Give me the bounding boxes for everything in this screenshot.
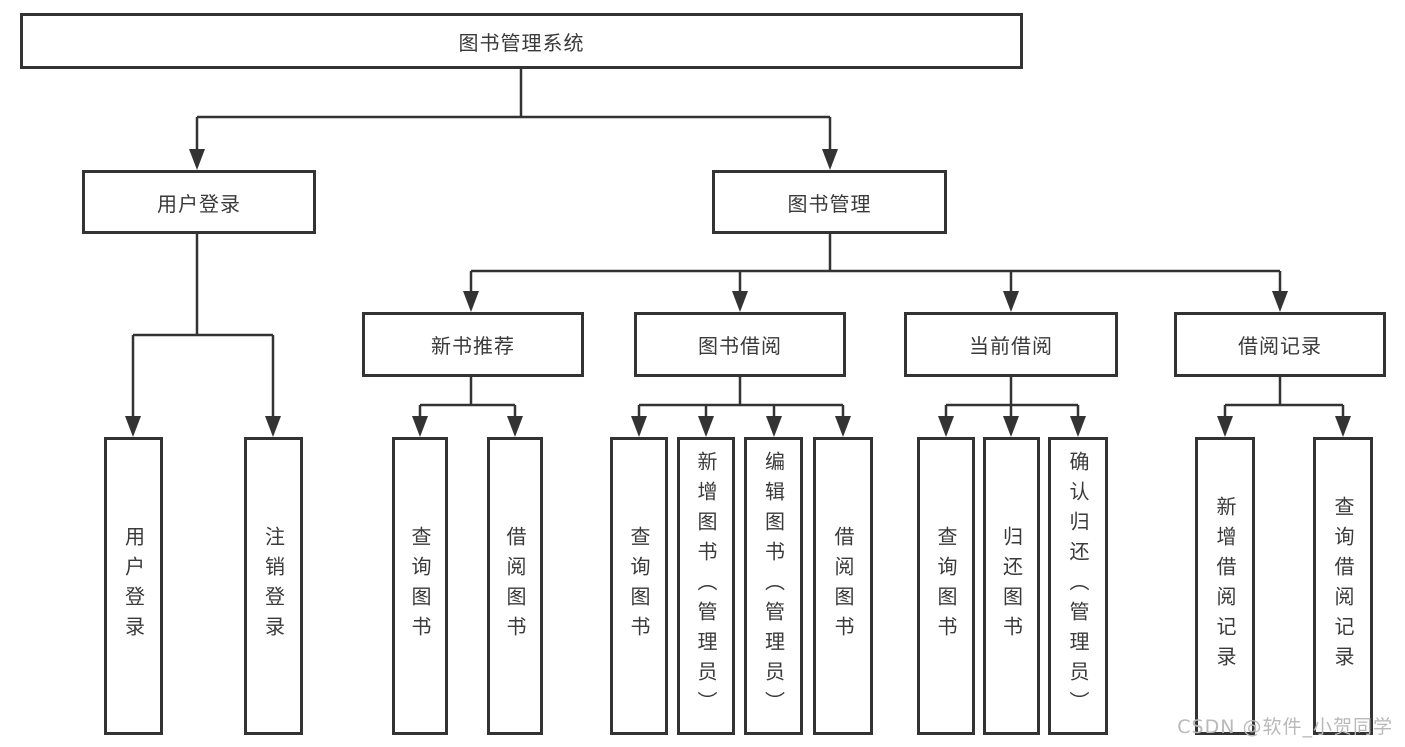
node-label: 图书借阅 <box>698 334 782 358</box>
node-label: 查询图书 <box>627 526 651 646</box>
leaf-confirm-return-admin: 确认归还（管理员） <box>1048 437 1108 735</box>
node-label: 借阅图书 <box>503 526 527 646</box>
branch-root-to-level2 <box>195 68 832 153</box>
branch-book-management <box>469 233 1282 295</box>
node-label: 编辑图书（管理员） <box>761 451 786 721</box>
leaf-query-books-current: 查询图书 <box>917 437 975 735</box>
node-label: 用户登录 <box>157 191 241 216</box>
node-label: 新增图书（管理员） <box>694 451 718 721</box>
node-label: 图书管理 <box>787 191 872 216</box>
node-label: 借阅图书 <box>831 526 855 646</box>
node-label: 当前借阅 <box>969 334 1053 358</box>
node-label: 归还图书 <box>999 526 1024 646</box>
branch-book-borrow <box>637 377 845 420</box>
node-label: 图书管理系统 <box>458 30 585 55</box>
leaf-borrow-books-recommend: 借阅图书 <box>487 437 543 735</box>
arrowheads-current-borrow <box>938 416 1086 437</box>
node-label: 注销登录 <box>261 526 286 646</box>
arrowheads-level3 <box>463 291 1288 312</box>
node-new-book-recommend: 新书推荐 <box>362 312 584 377</box>
node-user-login: 用户登录 <box>82 170 316 234</box>
node-label: 查询图书 <box>408 526 432 646</box>
csdn-watermark: CSDN @软件_小贺同学 <box>1177 716 1393 738</box>
node-book-borrow: 图书借阅 <box>634 312 846 377</box>
branch-current-borrow <box>944 377 1080 420</box>
node-borrow-records: 借阅记录 <box>1174 312 1386 377</box>
node-current-borrow: 当前借阅 <box>904 312 1118 377</box>
node-label: 确认归还（管理员） <box>1066 451 1090 721</box>
leaf-logout: 注销登录 <box>244 437 303 735</box>
node-label: 查询借阅记录 <box>1331 496 1355 676</box>
leaf-user-login: 用户登录 <box>104 437 163 735</box>
node-label: 新书推荐 <box>431 334 515 358</box>
node-book-management: 图书管理 <box>712 170 947 234</box>
leaf-query-books-recommend: 查询图书 <box>392 437 448 735</box>
leaf-return-books: 归还图书 <box>983 437 1040 735</box>
arrowheads-level2 <box>189 149 838 170</box>
leaf-add-books-admin: 新增图书（管理员） <box>677 437 735 735</box>
leaf-add-borrow-record: 新增借阅记录 <box>1195 437 1255 735</box>
branch-new-book-recommend <box>418 377 517 420</box>
branch-borrow-records <box>1223 377 1345 420</box>
leaf-query-borrow-record: 查询借阅记录 <box>1313 437 1373 735</box>
node-label: 借阅记录 <box>1238 334 1322 358</box>
arrowheads-book-borrow <box>631 416 851 437</box>
arrowheads-borrow-records <box>1217 416 1351 437</box>
node-label: 查询图书 <box>934 526 958 646</box>
leaf-edit-books-admin: 编辑图书（管理员） <box>744 437 803 735</box>
node-label: 新增借阅记录 <box>1213 496 1237 676</box>
leaf-query-books-borrow: 查询图书 <box>610 437 668 735</box>
arrowheads-new-book-recommend <box>412 416 523 437</box>
leaf-borrow-books: 借阅图书 <box>813 437 873 735</box>
node-library-system-root: 图书管理系统 <box>20 13 1023 69</box>
arrowheads-user-login <box>125 416 281 437</box>
branch-user-login <box>131 233 275 420</box>
node-label: 用户登录 <box>121 526 146 646</box>
